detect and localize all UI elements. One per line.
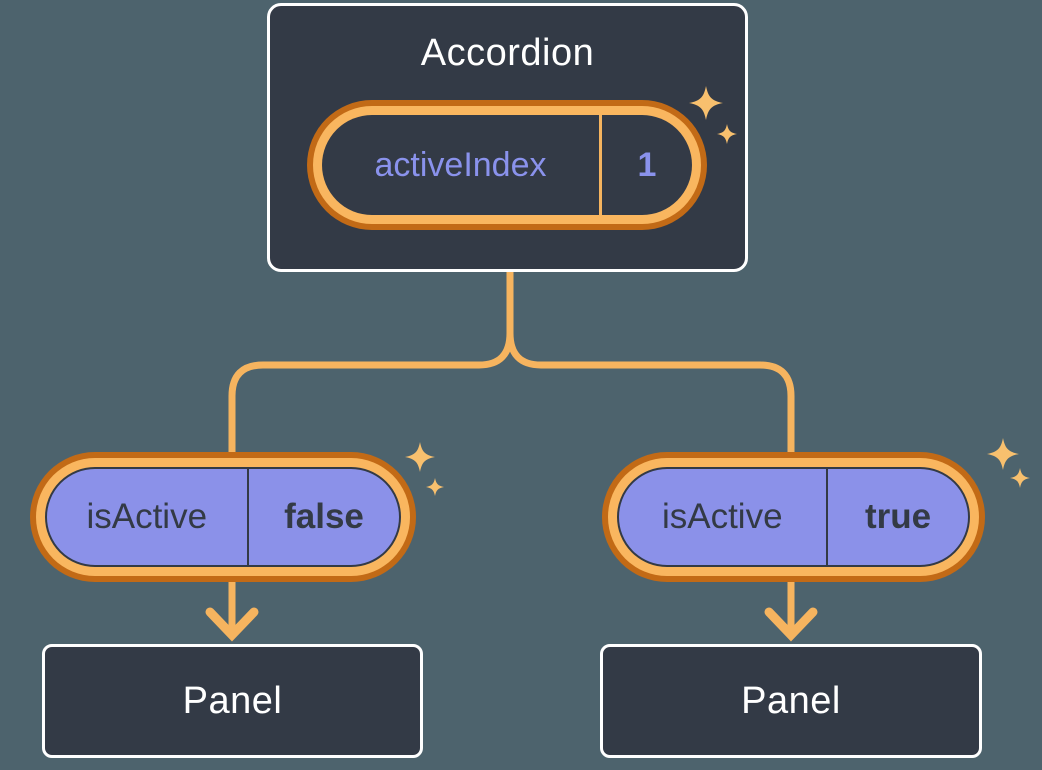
state-pill-activeindex: activeIndex 1 <box>307 100 707 230</box>
arrow-down-icon <box>764 607 818 642</box>
prop-pill-isactive-left: isActive false <box>30 452 416 582</box>
pill-ring-outer: isActive false <box>30 452 416 582</box>
sparkle-icon <box>987 438 1019 470</box>
pill-ring-outer: isActive true <box>602 452 985 582</box>
panel-label: Panel <box>741 679 841 722</box>
pill-ring-inner: isActive true <box>608 458 979 576</box>
panel-node-right: Panel <box>600 644 982 758</box>
state-value: 1 <box>637 145 657 184</box>
prop-pill-isactive-right: isActive true <box>602 452 985 582</box>
prop-name: isActive <box>661 497 783 536</box>
pill-divider <box>825 469 828 565</box>
pill-ring-outer: activeIndex 1 <box>307 100 707 230</box>
pill-ring-inner: activeIndex 1 <box>313 106 701 224</box>
pill-body: isActive false <box>45 467 401 567</box>
pill-ring-inner: isActive false <box>36 458 410 576</box>
pill-body: isActive true <box>617 467 970 567</box>
state-name: activeIndex <box>374 145 547 184</box>
pill-body: activeIndex 1 <box>322 115 692 215</box>
sparkle-icon <box>426 478 444 496</box>
panel-label: Panel <box>182 679 283 722</box>
prop-value: true <box>864 497 932 536</box>
arrow-down-icon <box>205 607 259 642</box>
sparkle-icon <box>1010 468 1030 488</box>
panel-node-left: Panel <box>42 644 423 758</box>
accordion-title: Accordion <box>420 32 595 74</box>
prop-name: isActive <box>86 497 208 536</box>
prop-value: false <box>284 497 364 536</box>
pill-divider <box>599 115 602 215</box>
